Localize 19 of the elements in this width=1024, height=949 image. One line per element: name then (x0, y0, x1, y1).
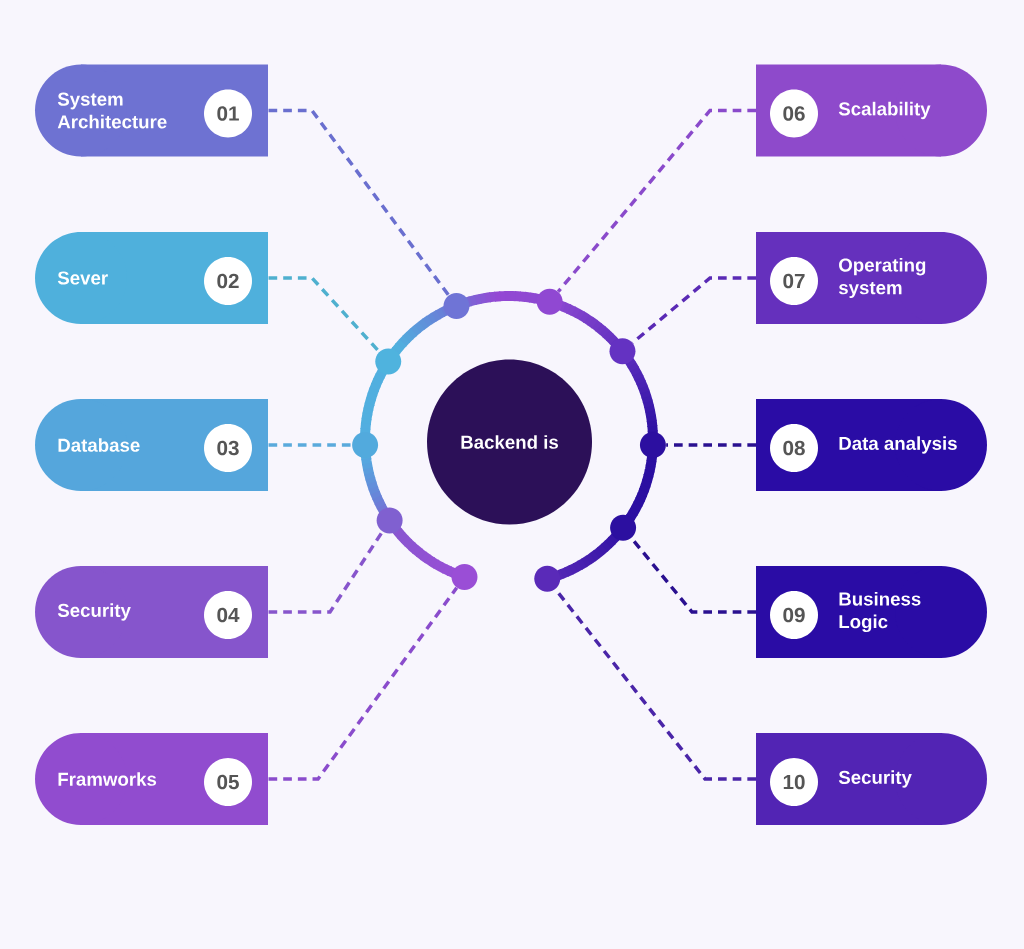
ring-dot (376, 507, 403, 534)
dashed-connector (556, 108, 756, 293)
dashed-connector (268, 443, 352, 447)
ring-dot (375, 348, 402, 375)
dashed-connector (268, 108, 450, 297)
dashed-connector (630, 537, 756, 614)
ring-dot (534, 565, 561, 592)
ring-dot (352, 432, 379, 458)
dashed-connector (268, 276, 381, 353)
ring-dot (609, 338, 636, 365)
ring-dot (451, 563, 478, 590)
ring-dot (639, 432, 666, 458)
dashed-connector (268, 530, 384, 614)
ring-dot (443, 292, 470, 319)
dashed-connector (666, 443, 756, 447)
dashed-connector (268, 586, 459, 781)
dashed-connector (631, 276, 756, 345)
ring-dot (536, 288, 563, 315)
ring-dot (610, 514, 637, 541)
